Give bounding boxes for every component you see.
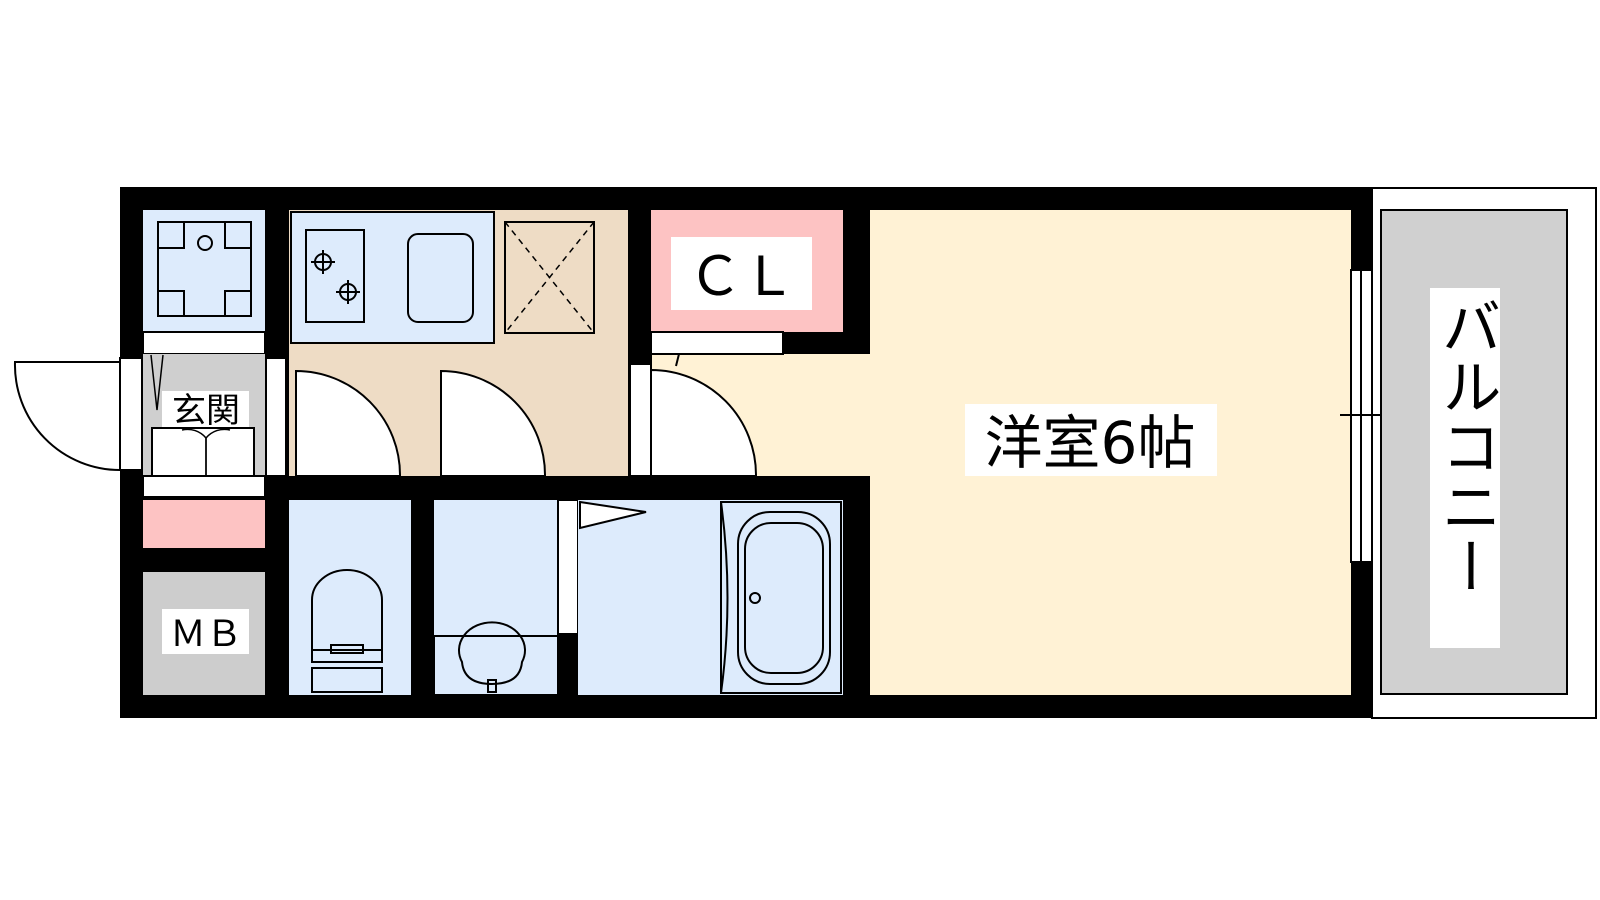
front-door-swing-icon [13, 361, 121, 471]
meter-box-label: ＭＢ [170, 614, 242, 655]
room-door [629, 353, 758, 477]
kitchen-counter [290, 211, 495, 344]
toilet-icon [311, 569, 383, 693]
western-room: 洋室6帖 [651, 210, 1351, 695]
toilet-room [289, 500, 411, 695]
balcony-area: バルコニー [1371, 187, 1597, 719]
washing-machine-area [143, 210, 265, 332]
shoe-cabinet-door-icon [150, 354, 231, 476]
window-icon [1340, 269, 1382, 563]
bathtub-icon [737, 511, 831, 685]
closet: ＣＬ [650, 210, 870, 355]
door-swing-icon [650, 368, 758, 477]
closet-label: ＣＬ [688, 245, 796, 308]
washing-machine-pan-icon [157, 221, 252, 317]
entrance-label: 玄関 [172, 391, 240, 431]
sink-icon [407, 233, 474, 323]
burner-icon [311, 250, 360, 304]
entrance: 玄関 [13, 331, 287, 498]
meter-box: ＭＢ [143, 572, 265, 695]
bathroom [557, 499, 843, 695]
door-swing-icon [295, 369, 547, 477]
balcony-label: バルコニー [1431, 296, 1501, 596]
storage-shelf [143, 500, 265, 548]
refrigerator-space-icon [504, 221, 595, 334]
washroom [433, 500, 559, 696]
gas-stove-icon [305, 229, 365, 323]
bath-door-icon [579, 500, 647, 530]
kitchen [289, 210, 628, 477]
western-room-label: 洋室6帖 [985, 409, 1196, 477]
